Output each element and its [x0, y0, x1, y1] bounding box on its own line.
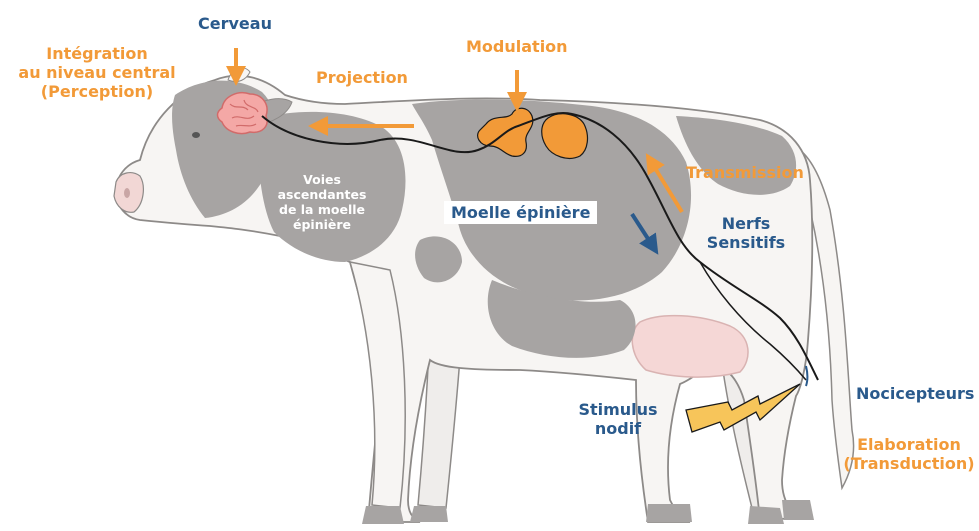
- label-nerfs-line: Sensitifs: [698, 233, 794, 252]
- label-integration: Intégration au niveau central (Perceptio…: [4, 44, 190, 101]
- label-integration-line: au niveau central: [4, 63, 190, 82]
- hoof: [782, 500, 814, 520]
- label-nocicepteurs: Nocicepteurs: [856, 384, 974, 403]
- cow-eye: [192, 132, 200, 138]
- label-modulation: Modulation: [466, 37, 568, 56]
- label-projection: Projection: [316, 68, 408, 87]
- label-elaboration: Elaboration (Transduction): [840, 435, 978, 473]
- label-elaboration-line: (Transduction): [840, 454, 978, 473]
- label-integration-line: (Perception): [4, 82, 190, 101]
- hoof: [410, 506, 448, 522]
- label-moelle-epiniere: Moelle épinière: [444, 201, 597, 224]
- label-elaboration-line: Elaboration: [840, 435, 978, 454]
- label-voies-line: épinière: [266, 217, 378, 232]
- label-transmission: Transmission: [686, 163, 804, 182]
- hoof: [646, 504, 692, 522]
- hoof: [748, 506, 784, 524]
- label-voies-line: de la moelle: [266, 202, 378, 217]
- cow-nostril: [124, 188, 130, 198]
- label-stimulus: Stimulus nodif: [570, 400, 666, 438]
- label-nerfs-line: Nerfs: [698, 214, 794, 233]
- hoof: [362, 506, 404, 524]
- label-voies-ascendantes: Voies ascendantes de la moelle épinière: [266, 172, 378, 232]
- label-stimulus-line: Stimulus: [570, 400, 666, 419]
- label-voies-line: ascendantes: [266, 187, 378, 202]
- label-nerfs-sensitifs: Nerfs Sensitifs: [698, 214, 794, 252]
- label-integration-line: Intégration: [4, 44, 190, 63]
- label-cerveau: Cerveau: [198, 14, 272, 33]
- label-voies-line: Voies: [266, 172, 378, 187]
- label-stimulus-line: nodif: [570, 419, 666, 438]
- nociceptor-mark: [806, 366, 808, 386]
